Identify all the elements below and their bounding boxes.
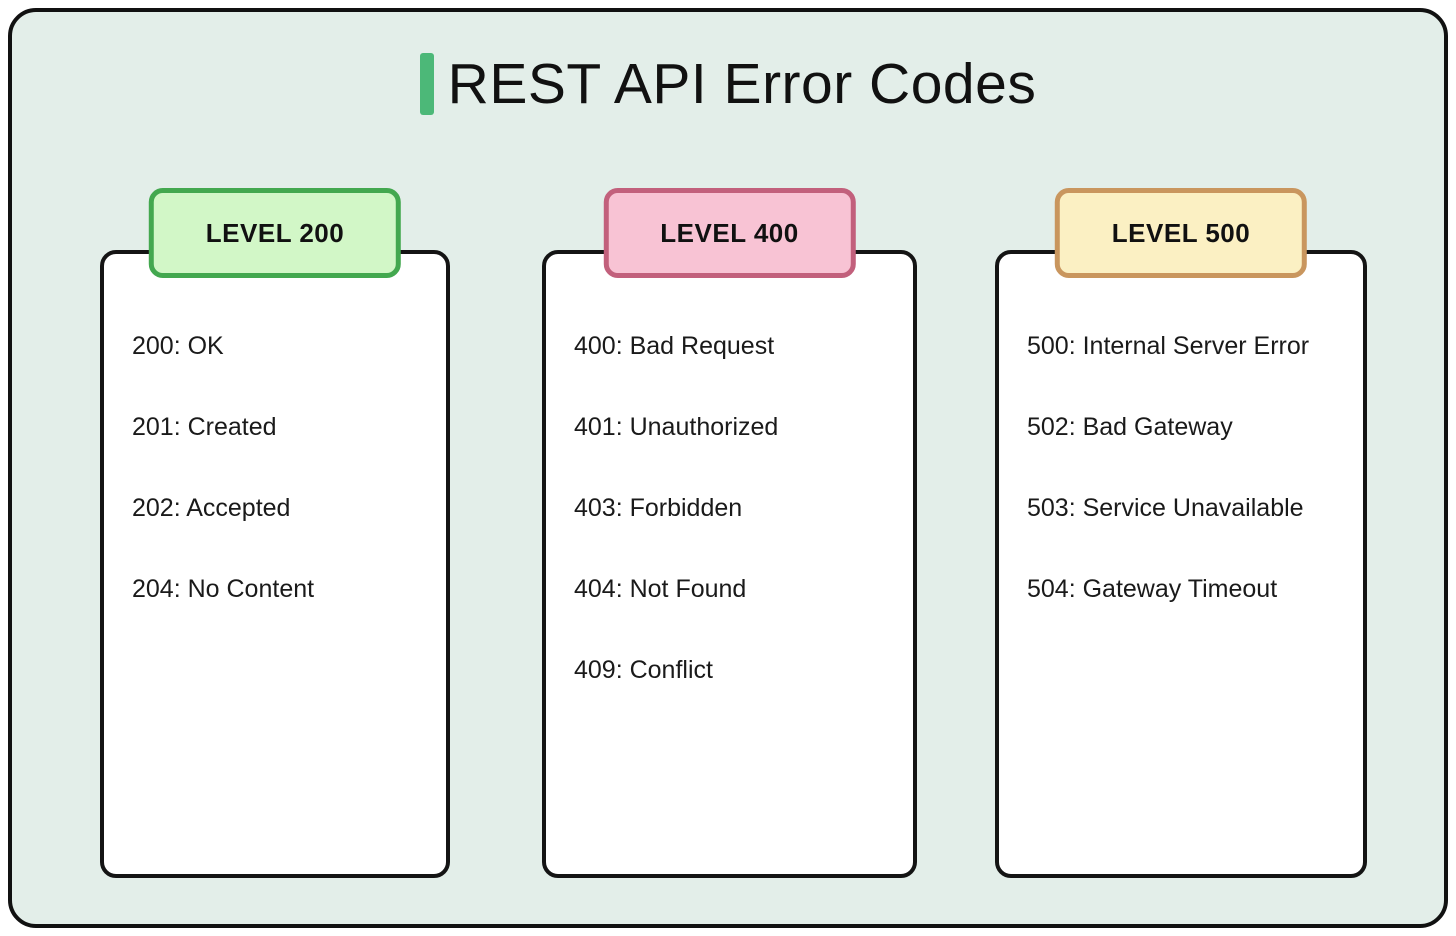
- status-code-item: 201: Created: [132, 413, 277, 441]
- status-code-item: 200: OK: [132, 332, 224, 360]
- status-code-item: 401: Unauthorized: [574, 413, 779, 441]
- badge-level-200: LEVEL 200: [148, 188, 402, 278]
- page-title-text: REST API Error Codes: [447, 52, 1037, 116]
- status-code-item: 403: Forbidden: [574, 494, 743, 522]
- status-code-item: 404: Not Found: [574, 575, 747, 603]
- status-code-item: 204: No Content: [132, 575, 315, 603]
- status-code-item: 202: Accepted: [132, 494, 291, 522]
- status-code-item: 500: Internal Server Error: [1027, 332, 1310, 360]
- card-level-500: LEVEL 500 500: Internal Server Error 502…: [995, 188, 1367, 878]
- diagram-frame: REST API Error Codes LEVEL 200 200: OK 2…: [8, 8, 1448, 928]
- card-level-400: LEVEL 400 400: Bad Request 401: Unauthor…: [542, 188, 917, 878]
- status-code-item: 504: Gateway Timeout: [1027, 575, 1278, 603]
- badge-level-500: LEVEL 500: [1054, 188, 1308, 278]
- status-code-item: 400: Bad Request: [574, 332, 775, 360]
- status-code-item: 409: Conflict: [574, 656, 713, 684]
- badge-level-400: LEVEL 400: [603, 188, 856, 278]
- card-level-200: LEVEL 200 200: OK 201: Created 202: Acce…: [100, 188, 450, 878]
- title-accent-bar: [419, 53, 434, 115]
- page-title: REST API Error Codes: [12, 48, 1444, 120]
- status-code-item: 502: Bad Gateway: [1027, 413, 1233, 441]
- status-code-item: 503: Service Unavailable: [1027, 494, 1304, 522]
